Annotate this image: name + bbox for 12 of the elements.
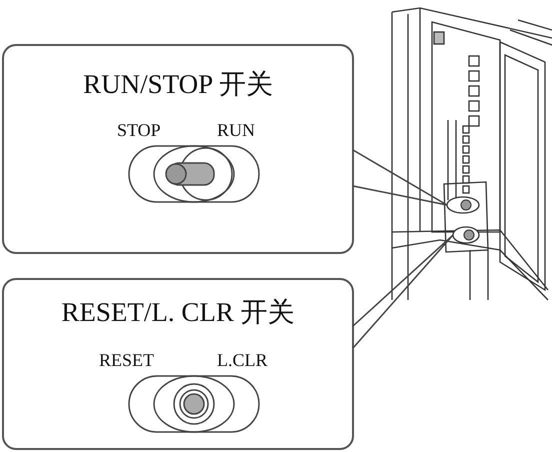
callout-box bbox=[2, 278, 354, 450]
switch-slot bbox=[446, 196, 480, 214]
switch-slot bbox=[452, 226, 480, 244]
switch-position-label: RESET bbox=[99, 350, 154, 371]
switch-position-label: STOP bbox=[117, 120, 161, 141]
switch-title: RESET/L. CLR 开关 bbox=[60, 296, 296, 329]
callout-tail bbox=[352, 234, 454, 349]
callout-tail bbox=[352, 149, 448, 206]
switch-position-label: RUN bbox=[217, 120, 256, 141]
switch-position-label: L.CLR bbox=[217, 350, 268, 371]
callout-box bbox=[2, 44, 354, 254]
switch-title: RUN/STOP 开关 bbox=[82, 68, 274, 101]
